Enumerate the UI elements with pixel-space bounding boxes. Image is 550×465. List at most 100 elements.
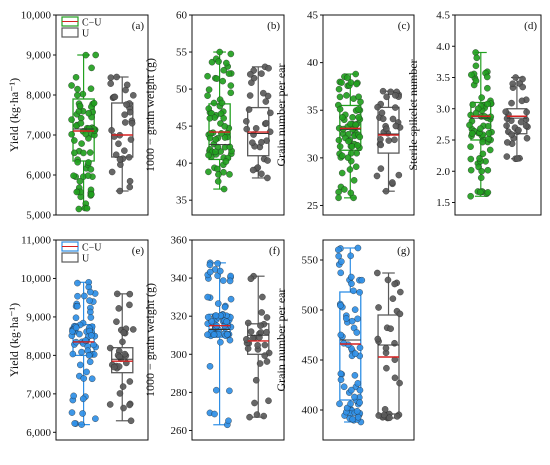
data-point [68,82,75,89]
data-point [206,115,214,122]
data-point [485,135,492,143]
data-point [382,344,390,352]
y-axis-label: Grain number per ear [274,64,288,167]
data-point [259,293,266,301]
data-point [484,84,491,92]
data-point [380,411,388,419]
data-point [483,73,491,81]
data-point [513,155,521,162]
data-point [351,350,359,357]
data-point [226,143,234,151]
data-point [87,85,95,92]
data-point [221,123,229,130]
plot-frame [322,14,415,216]
data-point [261,352,269,359]
data-point [214,260,221,267]
data-point [352,70,359,78]
panel-label: (g) [397,245,410,257]
data-point [206,134,214,142]
data-point [72,314,80,322]
data-point [113,73,120,81]
data-point [386,414,393,422]
data-point [204,313,212,321]
data-point [338,258,345,265]
data-point [216,267,224,275]
plot-frame [322,239,415,441]
data-point [223,59,230,67]
data-point [88,375,96,383]
data-point [373,172,381,180]
box-cu [466,49,495,200]
data-point [256,360,264,367]
data-point [355,93,362,101]
box-u [243,63,274,182]
data-point [263,314,271,321]
data-point [88,64,95,72]
data-point [347,252,354,260]
data-point [78,140,85,147]
data-point [374,269,381,277]
data-point [347,189,355,197]
data-point [108,168,116,176]
data-point [107,80,114,87]
data-point [484,189,492,196]
data-point [113,318,120,325]
data-point [120,329,128,336]
data-point [92,415,99,422]
box-u [243,272,273,421]
data-point [253,411,261,418]
data-point [379,115,387,123]
y-tick-label: 50 [176,84,188,96]
data-point [379,87,387,95]
y-axis-label: Yield (kg·ha⁻¹) [7,78,21,152]
data-point [389,179,396,186]
data-point [258,139,265,146]
legend-label-cu: C−U [82,243,102,254]
data-point [85,159,92,166]
data-point [74,279,81,287]
box-u [502,74,531,163]
plot-frame [191,14,285,216]
data-point [83,368,90,376]
data-point [262,98,270,105]
legend-swatch-u [61,252,79,263]
data-point [217,338,224,346]
panel-label: (d) [524,20,537,32]
data-point [353,329,361,336]
data-point [392,92,399,99]
data-point [523,108,530,116]
data-point [350,177,358,184]
data-point [356,133,364,141]
data-point [85,109,92,117]
data-point [211,410,218,418]
y-tick-label: 3.0 [436,103,450,115]
data-point [244,319,252,327]
data-point [205,151,212,159]
box-cu [68,279,99,428]
data-point [90,99,98,107]
data-point [129,326,137,333]
data-point [381,406,389,413]
data-point [336,93,344,101]
data-point [68,116,75,123]
data-point [343,315,350,322]
y-tick-label: 450 [302,355,319,367]
data-point [383,364,390,372]
y-tick-label: 35 [307,105,319,117]
data-point [374,103,381,111]
data-point [515,126,522,134]
data-point [219,77,227,85]
data-point [339,114,346,121]
y-tick-label: 340 [171,273,188,285]
data-point [86,358,94,366]
y-tick-label: 320 [171,311,188,323]
data-point [252,376,260,384]
data-point [252,125,260,132]
data-point [71,149,78,157]
data-point [106,344,114,352]
data-point [130,92,137,99]
data-point [223,318,230,325]
data-point [261,341,269,349]
